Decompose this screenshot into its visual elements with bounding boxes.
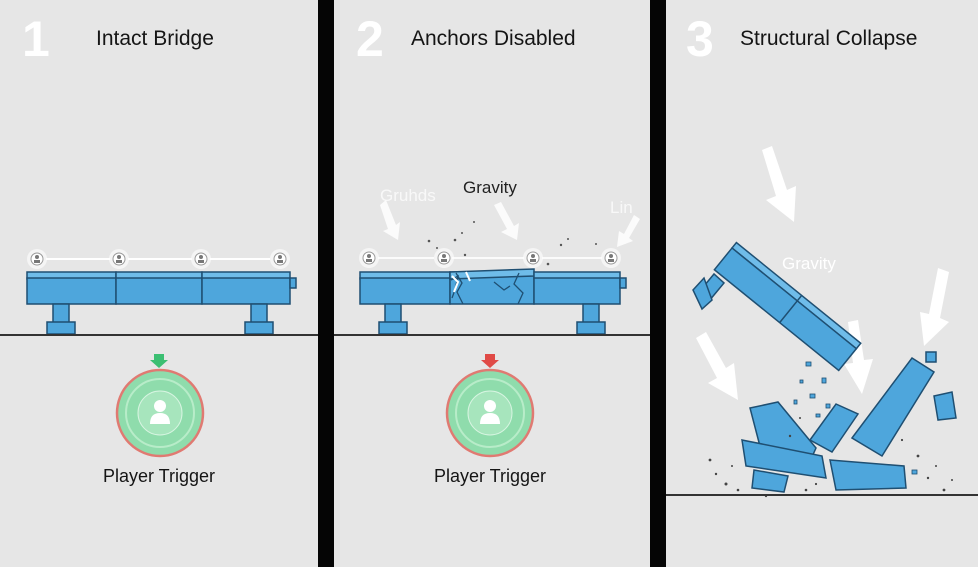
anchor-icon [191,249,211,269]
panel-title: Intact Bridge [96,27,214,50]
trigger-caption: Player Trigger [433,466,547,486]
person-icon [150,400,170,424]
down-arrow-icon [380,200,640,247]
bridge-deck [359,268,627,305]
panel-title: Structural Collapse [740,27,918,50]
panel-1-illustration [26,249,297,458]
down-arrow-icon [481,354,499,368]
panel-2-illustration [359,200,640,458]
person-icon [480,400,500,424]
anchor-icon [27,249,47,269]
gravity-label: Gravity [463,178,517,197]
ground-line [666,494,978,496]
panel-anchors-disabled: 2 Anchors Disabled Gruhds Gravity Lin [334,0,650,567]
down-arrow-icon [150,354,168,368]
anchor-label-left: Gruhds [380,186,436,205]
panel-3-illustration [692,146,957,498]
bridge-pillar [692,272,726,311]
anchor-label-right: Lin [610,198,633,217]
falling-segment [713,241,862,372]
ground-line [334,334,650,336]
bridge-pillar [378,303,408,335]
panel-structural-collapse: 3 Structural Collapse Gravity [666,0,978,567]
step-number: 2 [356,11,384,67]
anchor-icon [109,249,129,269]
crack-highlight [451,271,471,293]
bridge-pillar [46,303,76,335]
debris [793,361,918,475]
anchor-icon [270,249,290,269]
down-arrow-icon [696,146,949,400]
trigger-caption: Player Trigger [102,466,216,486]
panel-intact-bridge: 1 Intact Bridge [0,0,318,567]
bridge-deck [26,271,297,305]
anchor-icon [523,248,543,268]
rubble-pile [741,351,957,493]
dust [708,417,953,498]
gravity-label: Gravity [782,254,836,273]
anchor-icon [601,248,621,268]
step-number: 3 [686,11,714,67]
anchor-icon [434,248,454,268]
bridge-pillar [244,303,274,335]
ground-line [0,334,318,336]
anchor-icon [359,248,379,268]
step-number: 1 [22,11,50,67]
bridge-pillar [576,303,606,335]
panel-title: Anchors Disabled [411,27,576,50]
